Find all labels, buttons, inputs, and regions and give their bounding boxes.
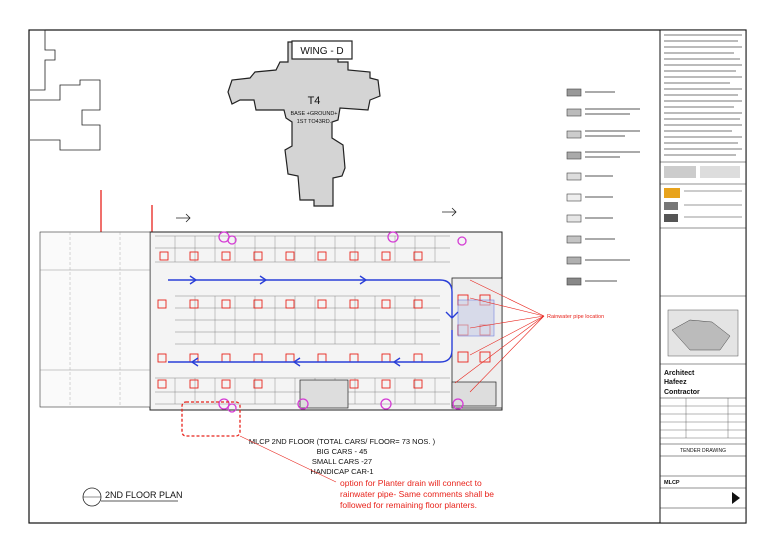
wing-label-box [291, 40, 353, 60]
rainwater-label: Rainwater pipe location [547, 314, 604, 320]
planter-annotation: option for Planter drain will connect to… [239, 435, 494, 510]
contractor-label: Contractor [664, 389, 700, 396]
plan-title: 2ND FLOOR PLAN [82, 487, 183, 507]
tender-label: TENDER DRAWING [680, 448, 726, 454]
tower-label: T4 [308, 95, 321, 107]
mlcp-label: MLCP [664, 480, 680, 486]
tower-t4: WING - D T4 BASE +GROUND+ 1ST TO43RD. [227, 40, 381, 207]
title-block: Architect Hafeez Contractor TENDER DRAWI… [660, 34, 746, 509]
summary-line-4: HANDICAP CAR-1 [310, 467, 373, 476]
architect-label: Architect [664, 370, 695, 377]
planter-note-1: option for Planter drain will connect to [340, 478, 482, 488]
summary-line-3: SMALL CARS -27 [312, 457, 372, 466]
summary-line-1: MLCP 2ND FLOOR (TOTAL CARS/ FLOOR= 73 NO… [249, 437, 436, 446]
level-marker [176, 207, 457, 223]
wing-label: WING - D [300, 46, 343, 57]
stair-core [299, 379, 349, 409]
tower-note-2: 1ST TO43RD. [297, 119, 332, 125]
legend [566, 88, 640, 286]
hafeez-label: Hafeez [664, 379, 687, 386]
summary-line-2: BIG CARS - 45 [317, 447, 368, 456]
planter-highlight [181, 401, 241, 437]
plan-title-label: 2ND FLOOR PLAN [105, 490, 183, 500]
tower-note-1: BASE +GROUND+ [290, 111, 337, 117]
north-arrow-icon [732, 492, 740, 504]
parking-structure [39, 231, 503, 437]
rainwater-annotation: Rainwater pipe location [454, 279, 604, 393]
parking-summary: MLCP 2ND FLOOR (TOTAL CARS/ FLOOR= 73 NO… [249, 437, 436, 476]
planter-note-2: rainwater pipe- Same comments shall be [340, 489, 494, 499]
planter-note-3: followed for remaining floor planters. [340, 500, 477, 510]
neighbor-building [30, 29, 101, 151]
lift-core [451, 381, 497, 407]
